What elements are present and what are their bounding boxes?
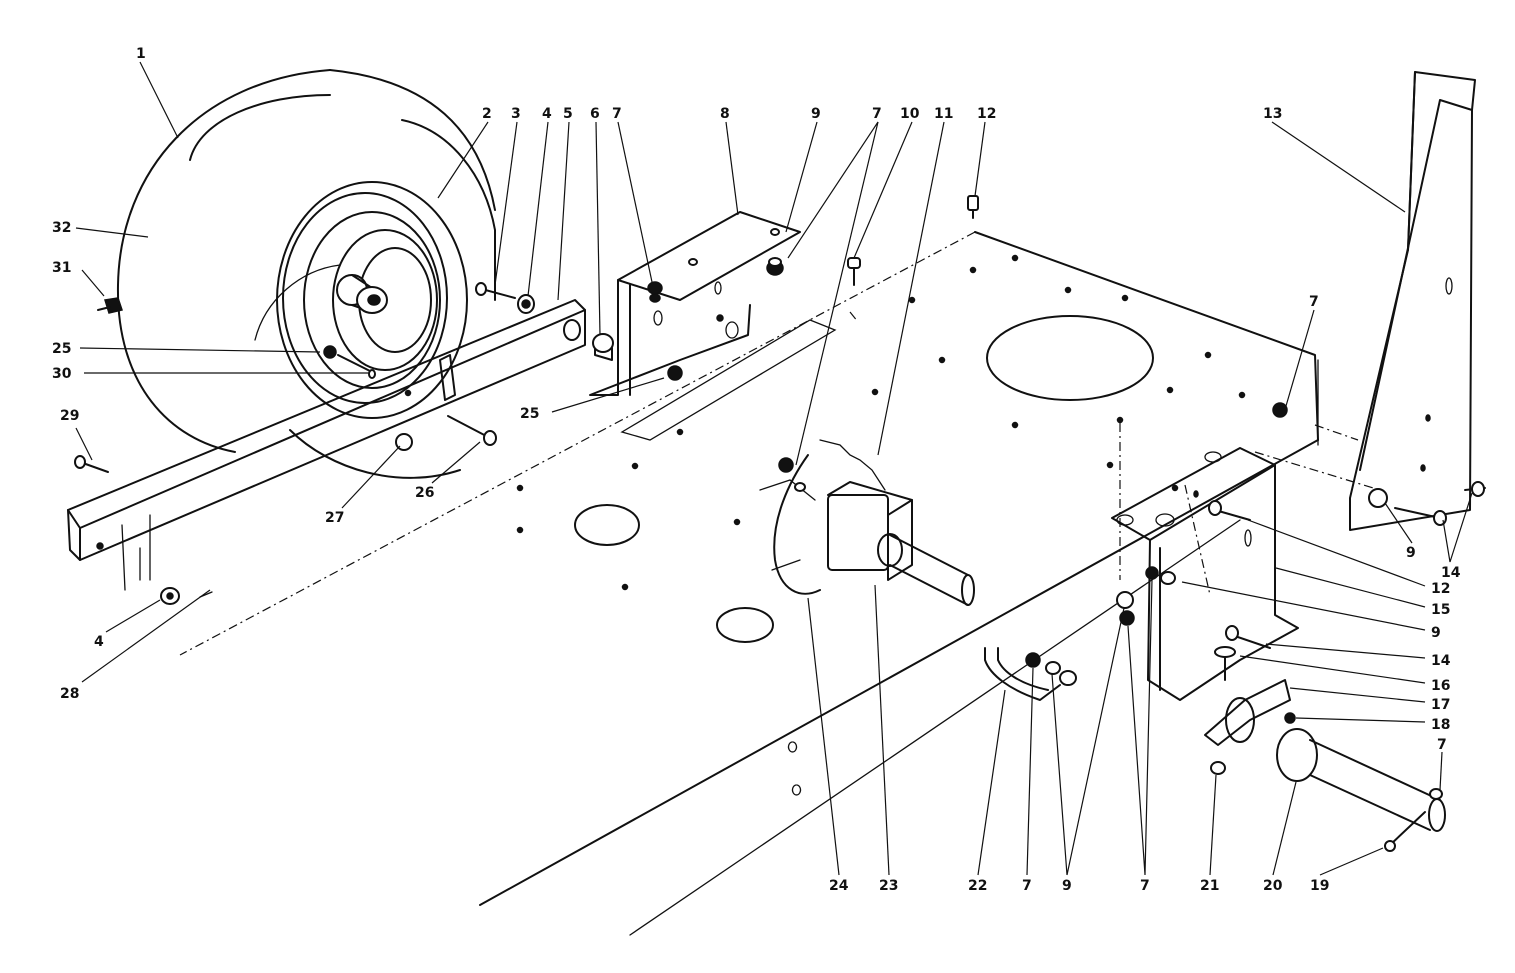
frame-holes — [516, 254, 1246, 591]
callout-12: 12 — [977, 106, 996, 122]
callout-5: 5 — [563, 106, 573, 122]
callout-9: 9 — [811, 106, 821, 122]
wheel-tire-assembly — [97, 69, 496, 479]
callout-7: 7 — [1309, 294, 1319, 310]
callout-7: 7 — [1022, 878, 1032, 894]
callout-25: 25 — [52, 341, 71, 357]
callout-22: 22 — [968, 878, 987, 894]
callout-19: 19 — [1310, 878, 1329, 894]
callout-28: 28 — [60, 686, 79, 702]
callout-11: 11 — [934, 106, 953, 122]
callout-4: 4 — [94, 634, 104, 650]
lower-bracket-assembly — [984, 402, 1486, 852]
callout-7: 7 — [612, 106, 622, 122]
callout-27: 27 — [325, 510, 344, 526]
callout-8: 8 — [720, 106, 730, 122]
callout-13: 13 — [1263, 106, 1282, 122]
main-frame-plate — [179, 231, 1319, 936]
callout-14: 14 — [1431, 653, 1451, 669]
callout-21: 21 — [1200, 878, 1219, 894]
callout-6: 6 — [590, 106, 600, 122]
callout-7: 7 — [872, 106, 882, 122]
callout-23: 23 — [879, 878, 898, 894]
axle-support-bar — [67, 299, 586, 591]
upper-bracket — [589, 211, 801, 396]
side-plate — [1254, 71, 1476, 531]
callout-30: 30 — [52, 366, 72, 382]
callout-32: 32 — [52, 220, 71, 236]
bracket-hardware — [74, 195, 979, 605]
callout-31: 31 — [52, 260, 71, 276]
callout-14: 14 — [1441, 565, 1461, 581]
sprocket-assembly — [759, 439, 975, 606]
callout-labels: 1 2 3 4 5 6 7 8 9 7 10 11 12 13 32 31 25… — [52, 46, 1461, 894]
callout-12: 12 — [1431, 581, 1450, 597]
callout-16: 16 — [1431, 678, 1450, 694]
callout-9: 9 — [1431, 625, 1441, 641]
callout-18: 18 — [1431, 717, 1450, 733]
callout-9: 9 — [1062, 878, 1072, 894]
callout-7: 7 — [1437, 737, 1447, 753]
callout-2: 2 — [482, 106, 492, 122]
callout-1: 1 — [136, 46, 146, 62]
callout-4: 4 — [542, 106, 552, 122]
callout-17: 17 — [1431, 697, 1450, 713]
callout-10: 10 — [900, 106, 920, 122]
hub-spindle — [336, 274, 388, 314]
callout-29: 29 — [60, 408, 79, 424]
callout-15: 15 — [1431, 602, 1450, 618]
callout-20: 20 — [1263, 878, 1283, 894]
valve-stem — [97, 297, 123, 314]
callout-24: 24 — [829, 878, 849, 894]
callout-7: 7 — [1140, 878, 1150, 894]
callout-25: 25 — [520, 406, 539, 422]
leader-lines — [75, 61, 1473, 876]
callout-3: 3 — [511, 106, 521, 122]
callout-9: 9 — [1406, 545, 1416, 561]
callout-26: 26 — [415, 485, 434, 501]
